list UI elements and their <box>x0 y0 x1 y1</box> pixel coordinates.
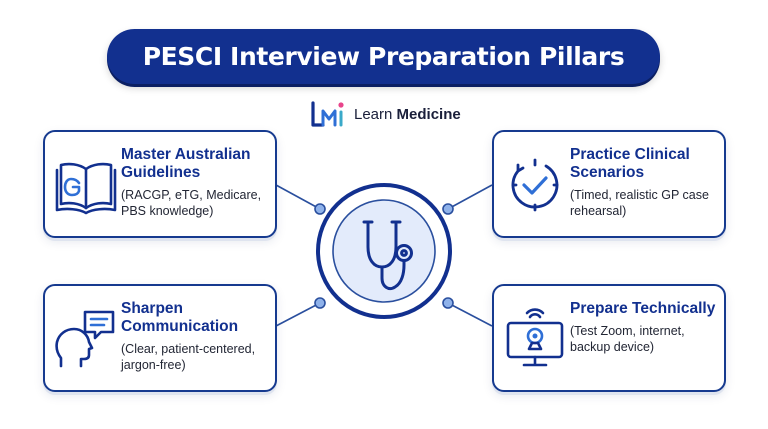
pillar-card-technical: Prepare Technically (Test Zoom, internet… <box>492 284 726 392</box>
guidelines-book-icon <box>55 162 117 215</box>
learn-medicine-logo-icon <box>311 101 344 127</box>
pillar-description: (Timed, realistic GP case rehearsal) <box>570 188 709 218</box>
pillar-description: (RACGP, eTG, Medicare, PBS knowledge) <box>121 188 262 218</box>
title-banner: PESCI Interview Preparation Pillars <box>107 29 660 84</box>
pillar-title: Sharpen Communication <box>121 300 239 335</box>
brand-header: Learn Medicine <box>310 100 461 128</box>
center-hub <box>314 181 454 321</box>
communication-head-icon <box>55 310 115 368</box>
pillar-card-communication: Sharpen Communication (Clear, patient-ce… <box>43 284 277 392</box>
page-title: PESCI Interview Preparation Pillars <box>142 42 625 71</box>
brand-name: Learn Medicine <box>354 106 461 123</box>
pillar-title: Prepare Technically <box>570 300 716 317</box>
stethoscope-icon <box>362 220 413 291</box>
pillar-description: (Test Zoom, internet, backup device) <box>570 324 685 354</box>
connector-node-bottom-right <box>442 297 454 309</box>
pillar-title: Master Australian Guidelines <box>121 146 251 181</box>
pillar-description: (Clear, patient-centered, jargon-free) <box>121 342 256 372</box>
webcam-monitor-icon <box>506 308 564 367</box>
connector-node-top-left <box>314 203 326 215</box>
pillar-card-clinical-scenarios: Practice Clinical Scenarios (Timed, real… <box>492 130 726 238</box>
hub-graphic <box>316 183 452 319</box>
pillar-title: Practice Clinical Scenarios <box>570 146 690 181</box>
pillar-card-guidelines: Master Australian Guidelines (RACGP, eTG… <box>43 130 277 238</box>
brand-name-regular: Learn <box>354 105 397 123</box>
connector-node-top-right <box>442 203 454 215</box>
brand-name-bold: Medicine <box>396 105 461 123</box>
connector-node-bottom-left <box>314 297 326 309</box>
timer-check-icon <box>511 158 559 212</box>
